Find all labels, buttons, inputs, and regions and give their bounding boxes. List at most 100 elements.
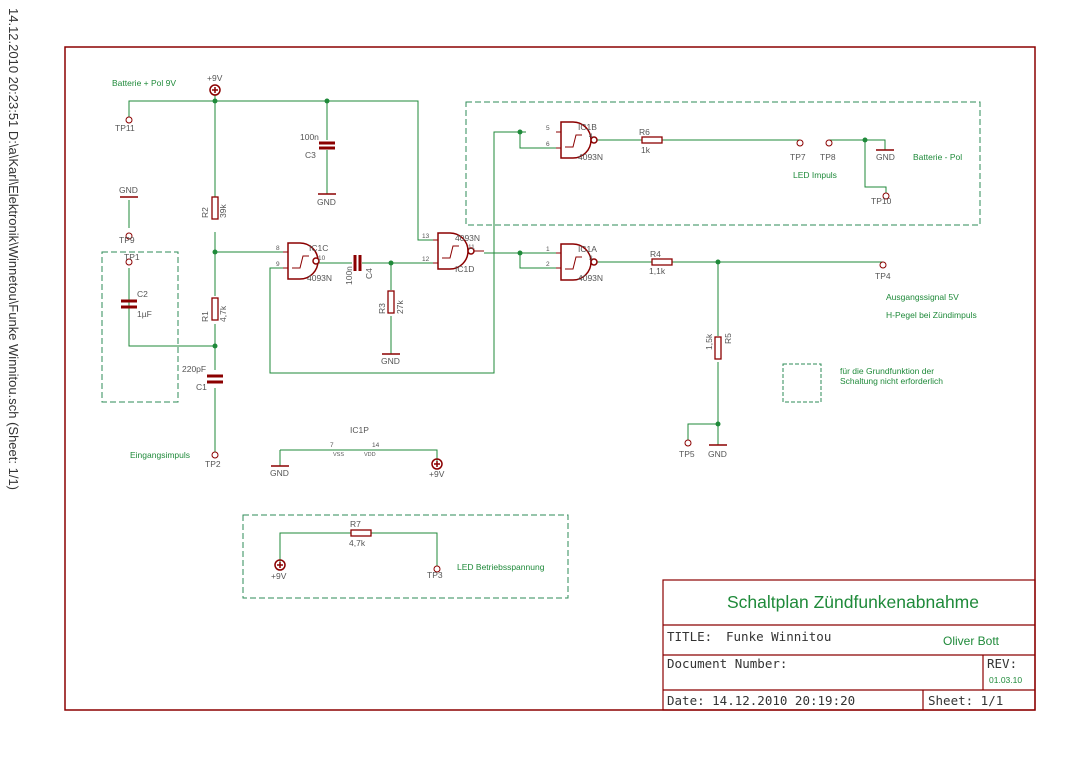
pin-ic1c-9: 9 — [276, 261, 280, 268]
label-r1-value: 4,7k — [218, 305, 228, 322]
label-tp7: TP7 — [790, 152, 806, 162]
note-input-pulse: Eingangsimpuls — [130, 450, 190, 460]
pin-ic1p-7: 7 — [330, 442, 334, 449]
pin-ic1b-4: 4 — [589, 133, 593, 140]
label-ic1c-value: 4093N — [307, 273, 332, 283]
sheet-frame — [64, 46, 1036, 711]
schmitt-symbols — [292, 134, 582, 270]
label-r3-value: 27k — [395, 300, 405, 314]
legend-text-line1: für die Grundfunktion der — [840, 366, 934, 376]
label-tp11: TP11 — [115, 123, 135, 133]
label-r7-name: R7 — [350, 519, 361, 529]
label-ic1d-value: 4093N — [455, 233, 480, 243]
label-gnd-tp9: GND — [119, 185, 138, 195]
testpoint-markers — [125, 116, 890, 573]
label-r3-name: R3 — [377, 303, 387, 314]
gate-leads — [283, 131, 561, 269]
resistor-r1 — [211, 297, 219, 321]
label-ic1a-name: IC1A — [578, 244, 597, 254]
wires — [128, 95, 887, 566]
plus9v-symbol-ic1p — [431, 458, 443, 470]
label-gnd-c3: GND — [317, 197, 336, 207]
label-gnd-r3: GND — [381, 356, 400, 366]
plus9v-symbol-top — [209, 84, 221, 96]
label-r4-value: 1,1k — [649, 266, 666, 276]
label-tp9: TP9 — [119, 235, 135, 245]
capacitors — [121, 141, 362, 384]
label-ic1p-name: IC1P — [350, 425, 369, 435]
label-plus9v-top: +9V — [207, 73, 223, 83]
label-gnd-bat: GND — [876, 152, 895, 162]
pin-ic1b-5: 5 — [546, 125, 550, 132]
title-block-sheet: Sheet: 1/1 — [928, 693, 1003, 708]
title-block-title-value: Funke Winnitou — [726, 629, 831, 644]
resistor-r3 — [387, 290, 395, 314]
note-battery-minus: Batterie - Pol — [913, 152, 962, 162]
title-block-heading: Schaltplan Zündfunkenabnahme — [727, 592, 979, 612]
supply-symbols — [120, 84, 894, 571]
label-plus9v-ic1p: +9V — [429, 469, 445, 479]
title-block-title-label: TITLE: — [667, 629, 712, 644]
label-c2-value: 1µF — [137, 309, 152, 319]
led-supply-area — [242, 514, 569, 599]
label-ic1b-value: 4093N — [578, 152, 603, 162]
gates — [287, 121, 598, 281]
label-c2-name: C2 — [137, 289, 148, 299]
label-tp10: TP10 — [871, 196, 892, 206]
label-c1-name: C1 — [196, 382, 207, 392]
label-gnd-r5: GND — [708, 449, 727, 459]
label-tp5: TP5 — [679, 449, 695, 459]
file-path-sidebar: 14.12.2010 20:23:51 D:\a\Karl\Elektronik… — [4, 8, 24, 528]
led-impuls-area — [465, 101, 981, 226]
label-r5-name: R5 — [723, 333, 733, 344]
label-r7-value: 4,7k — [349, 538, 366, 548]
label-tp4: TP4 — [875, 271, 891, 281]
label-r5-value: 1,5k — [704, 333, 714, 350]
label-tp8: TP8 — [820, 152, 836, 162]
note-output-signal: Ausgangssignal 5V — [886, 292, 959, 302]
pin-ic1a-2: 2 — [546, 261, 550, 268]
pin-ic1c-10: 10 — [318, 255, 326, 262]
label-gnd-ic1p: GND — [270, 468, 289, 478]
input-area — [101, 251, 179, 403]
note-h-level: H-Pegel bei Zündimpuls — [886, 310, 977, 320]
title-block-date: Date: 14.12.2010 20:19:20 — [667, 693, 855, 708]
label-c4-value: 100n — [344, 266, 354, 285]
pin-ic1d-13: 13 — [422, 233, 430, 240]
label-tp1: TP1 — [124, 252, 140, 262]
resistor-r7 — [350, 529, 372, 537]
note-battery-plus: Batterie + Pol 9V — [112, 78, 176, 88]
pin-ic1d-11: 11 — [468, 244, 475, 251]
label-ic1b-name: IC1B — [578, 122, 597, 132]
resistor-r6 — [641, 136, 663, 144]
title-block-author: Oliver Bott — [943, 634, 1000, 648]
note-led-supply: LED Betriebsspannung — [457, 562, 545, 572]
label-r2-name: R2 — [200, 207, 210, 218]
label-plus9v-led: +9V — [271, 571, 287, 581]
note-led-impuls: LED Impuls — [793, 170, 837, 180]
legend-box — [782, 363, 822, 403]
title-block — [662, 579, 1036, 711]
label-c4-name: C4 — [364, 268, 374, 279]
label-c1-value: 220pF — [182, 364, 206, 374]
label-r2-value: 39k — [218, 204, 228, 218]
junctions — [212, 98, 868, 427]
label-c3-name: C3 — [305, 150, 316, 160]
pin-ic1a-3: 3 — [589, 255, 593, 262]
title-block-rev-value: 01.03.10 — [989, 675, 1022, 685]
pin-ic1c-8: 8 — [276, 245, 280, 252]
label-ic1d-name: IC1D — [455, 264, 474, 274]
label-r6-name: R6 — [639, 127, 650, 137]
plus9v-symbol-led — [274, 559, 286, 571]
resistor-r4 — [651, 258, 673, 266]
pin-ic1b-6: 6 — [546, 141, 550, 148]
pin-ic1p-14: 14 — [372, 442, 380, 449]
optional-areas — [101, 101, 981, 599]
resistor-r2 — [211, 196, 219, 220]
label-c3-value: 100n — [300, 132, 319, 142]
label-ic1c-name: IC1C — [309, 243, 328, 253]
title-block-doc-label: Document Number: — [667, 656, 787, 671]
title-block-rev-label: REV: — [987, 656, 1017, 671]
pin-label-vdd: VDD — [364, 452, 376, 458]
